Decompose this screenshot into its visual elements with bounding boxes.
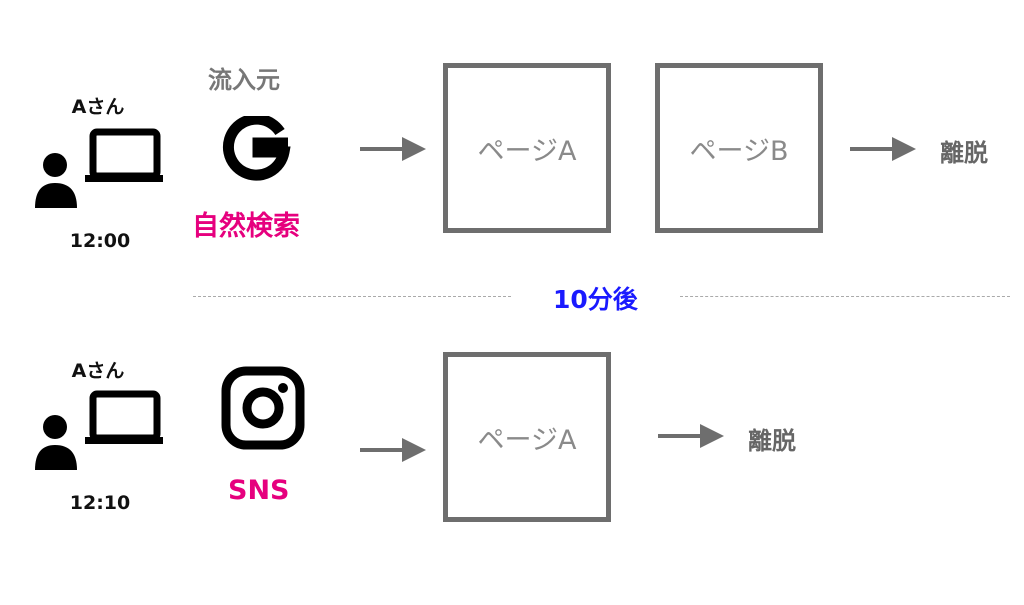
page-box-b: ページB (655, 63, 823, 233)
time-label: 12:00 (69, 230, 131, 252)
instagram-icon (221, 366, 305, 450)
google-icon (222, 116, 291, 181)
page-label: ページA (477, 424, 577, 456)
time-label: 12:10 (69, 492, 131, 514)
user-label: Aさん (71, 96, 125, 118)
arrow-icon (850, 137, 916, 161)
source-label: 自然検索 (192, 211, 300, 242)
page-label: ページA (477, 135, 577, 167)
user-label: Aさん (71, 360, 125, 382)
source-header: 流入元 (208, 66, 280, 94)
page-label: ページB (689, 135, 789, 167)
divider-line (680, 296, 1010, 297)
page-box-a: ページA (443, 63, 611, 233)
user-laptop-icon (35, 390, 165, 472)
arrow-icon (360, 438, 426, 462)
page-box-a: ページA (443, 352, 611, 522)
source-label: SNS (228, 475, 290, 506)
arrow-icon (658, 424, 724, 448)
user-laptop-icon (35, 128, 165, 210)
time-gap-label: 10分後 (553, 285, 638, 314)
arrow-icon (360, 137, 426, 161)
exit-label: 離脱 (940, 139, 988, 167)
divider-line (193, 296, 511, 297)
exit-label: 離脱 (748, 427, 796, 455)
